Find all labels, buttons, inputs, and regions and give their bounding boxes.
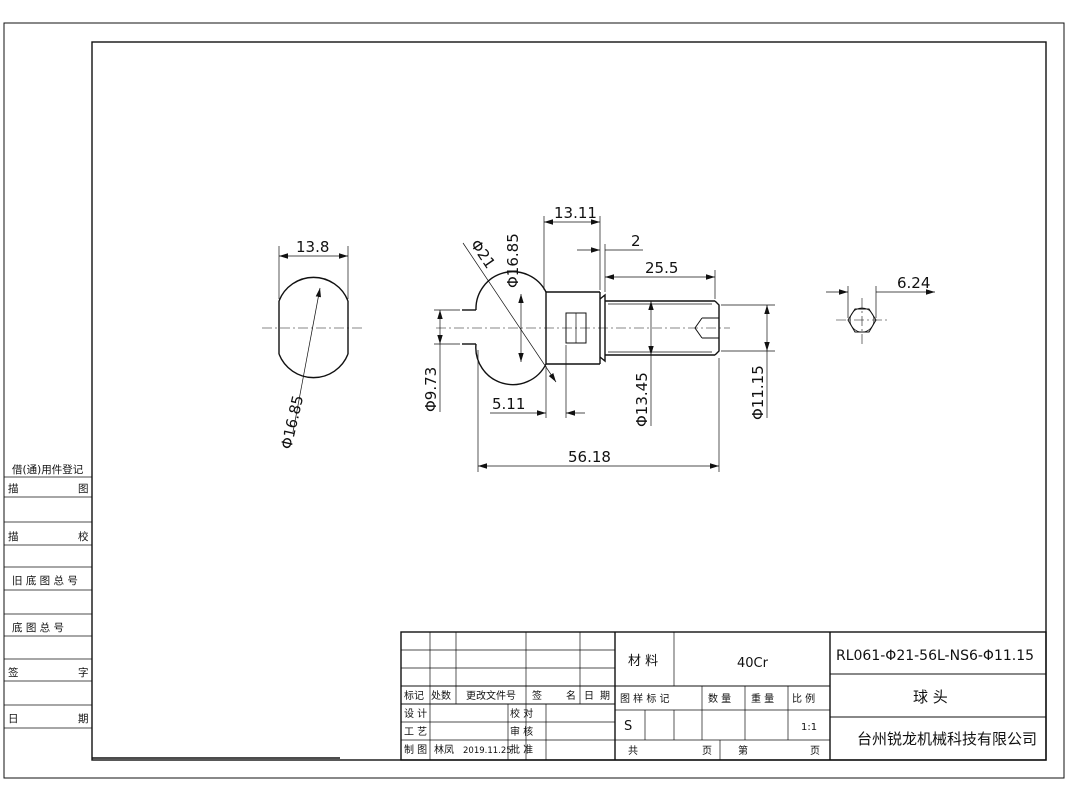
register-row-1-right: 校 [78, 530, 89, 543]
label-pages: 页 [702, 745, 712, 757]
rev-header-day: 日 [584, 691, 594, 702]
ball-stud-front-view: Φ21 Φ16.85 13.11 2 25.5 Φ9.73 5.11 Φ13.4… [422, 204, 775, 472]
sheet-border [3, 22, 1065, 779]
register-row-5-right: 期 [78, 713, 89, 725]
dim-phi-16-85-main: Φ16.85 [504, 233, 522, 288]
label-approve: 批 准 [510, 743, 533, 756]
label-check: 校 对 [510, 707, 533, 720]
register-row-0-left: 描 [8, 482, 19, 495]
rev-header-name: 名 [566, 689, 576, 702]
side-register: 借(通)用件登记 描 图 描 校 旧 底 图 总 号 底 图 总 号 签 字 日… [4, 463, 340, 759]
dim-phi-9-73: Φ9.73 [422, 367, 440, 412]
register-row-0-right: 图 [78, 483, 89, 495]
ball-side-view: 13.8 Φ16.85 [262, 238, 362, 451]
label-review: 审 核 [510, 725, 533, 738]
register-title: 借(通)用件登记 [12, 463, 84, 476]
dim-25-5: 25.5 [645, 259, 678, 277]
stage-header-weight: 重 量 [751, 692, 774, 705]
title-block: 标记 处数 更改文件号 签 名 日 期 设 计 工 艺 制 图 林凤 2019.… [400, 631, 1047, 761]
dim-13-11: 13.11 [554, 204, 597, 222]
register-row-3: 底 图 总 号 [12, 621, 64, 634]
material-value: 40Cr [737, 656, 769, 671]
drawn-date: 2019.11.25 [463, 746, 512, 756]
label-sheet-no: 第 [738, 744, 748, 757]
stage-header-qty: 数 量 [708, 692, 731, 705]
rev-header-doc: 更改文件号 [466, 689, 516, 702]
hex-end-view: 6.24 [826, 274, 935, 344]
dim-6-24: 6.24 [897, 274, 930, 292]
label-drawn: 制 图 [404, 743, 427, 756]
rev-header-count: 处数 [431, 689, 451, 702]
scale-value: 1:1 [801, 722, 817, 733]
rev-header-sign: 签 [532, 689, 542, 702]
rev-header-mark: 标记 [404, 690, 424, 702]
register-row-5-left: 日 [8, 713, 19, 725]
dim-56-18: 56.18 [568, 448, 611, 466]
dim-phi-16-85-left: Φ16.85 [277, 394, 307, 451]
dim-phi-13-45: Φ13.45 [633, 372, 651, 427]
dim-phi-11-15: Φ11.15 [749, 365, 767, 420]
dim-phi21: Φ21 [467, 236, 499, 272]
label-sheet-pages: 页 [810, 745, 820, 757]
label-material: 材 料 [628, 654, 658, 669]
dim-2: 2 [631, 232, 641, 250]
register-row-1-left: 描 [8, 530, 19, 543]
stage-header-scale: 比 例 [792, 692, 815, 705]
drawn-by: 林凤 [434, 743, 454, 756]
part-number: RL061-Φ21-56L-NS6-Φ11.15 [836, 648, 1034, 664]
part-name: 球 头 [913, 688, 948, 706]
register-row-4-right: 字 [78, 666, 89, 679]
label-design: 设 计 [404, 707, 427, 720]
label-process: 工 艺 [404, 726, 427, 738]
company-name: 台州锐龙机械科技有限公司 [857, 730, 1037, 748]
stage-mark: S [624, 719, 632, 734]
rev-header-date: 期 [600, 690, 610, 702]
dim-13-8: 13.8 [296, 238, 329, 256]
stage-header-mark: 图 样 标 记 [620, 692, 670, 705]
register-row-4-left: 签 [8, 666, 19, 679]
dim-5-11: 5.11 [492, 395, 525, 413]
register-row-2: 旧 底 图 总 号 [12, 574, 78, 587]
label-total: 共 [628, 745, 638, 757]
